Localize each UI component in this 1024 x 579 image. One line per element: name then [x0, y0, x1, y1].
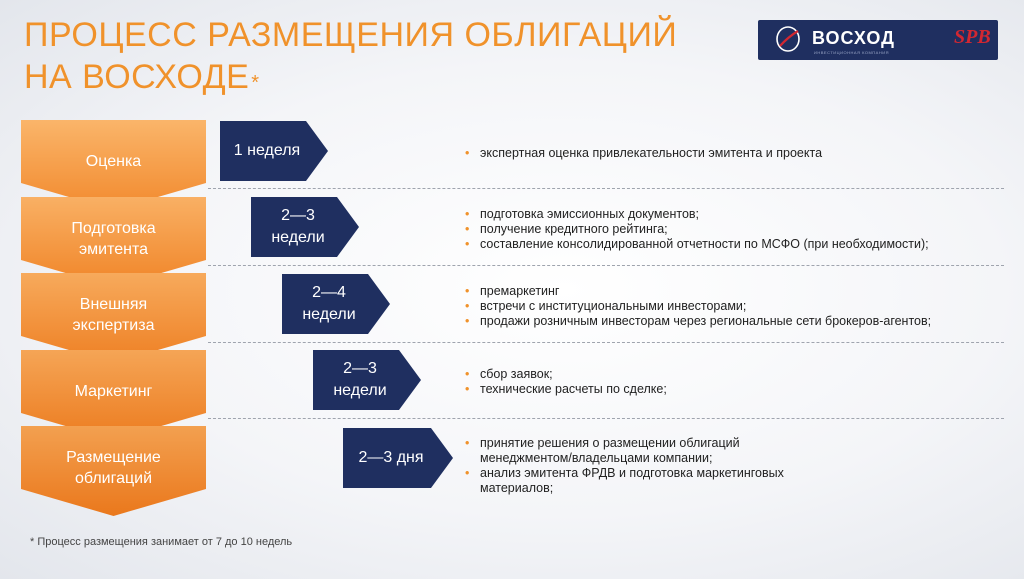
duration-arrow: 2—4 недели [282, 274, 390, 334]
row-divider [208, 265, 1004, 266]
duration-line: 2—3 дня [358, 449, 424, 466]
title-line-1: ПРОЦЕСС РАЗМЕЩЕНИЯ ОБЛИГАЦИЙ [24, 16, 678, 54]
duration-line: недели [271, 229, 325, 246]
duration-arrow: 2—3 недели [313, 350, 421, 410]
duration-line: 2—3 [343, 360, 377, 377]
stage-label-line: Размещение [66, 449, 161, 466]
bullet-item: подготовка эмиссионных документов; [464, 207, 1009, 222]
page-title: ПРОЦЕСС РАЗМЕЩЕНИЯ ОБЛИГАЦИЙ НА ВОСХОДЕ* [24, 14, 677, 98]
stage-label: Маркетинг [75, 381, 153, 402]
stage-label-line: эмитента [78, 241, 149, 258]
stage-label: Внешняя экспертиза [73, 294, 155, 336]
bullet-item: принятие решения о размещении облигаций … [464, 436, 794, 466]
duration-arrow: 1 неделя [220, 121, 328, 181]
stage-3: Внешняя экспертиза [21, 273, 206, 363]
title-line-2: НА ВОСХОДЕ* [24, 58, 260, 96]
duration-line: недели [333, 382, 387, 399]
bullet-item: составление консолидированной отчетности… [464, 237, 1009, 252]
company-logo: ВОСХОД ИНВЕСТИЦИОННАЯ КОМПАНИЯ SPB [758, 20, 998, 60]
row-divider [208, 418, 1004, 419]
stage-bullets: премаркетингвстречи с институциональными… [464, 284, 1009, 329]
bullet-item: встречи с институциональными инвесторами… [464, 299, 1009, 314]
bullet-item: экспертная оценка привлекательности эмит… [464, 146, 1009, 161]
bullet-item: получение кредитного рейтинга; [464, 222, 1009, 237]
stage-label: Оценка [86, 151, 141, 172]
bullet-item: премаркетинг [464, 284, 1009, 299]
stage-bullets: подготовка эмиссионных документов;получе… [464, 207, 1009, 252]
stage-label: Подготовка эмитента [71, 218, 155, 260]
stage-1: Оценка [21, 120, 206, 210]
bullet-item: сбор заявок; [464, 367, 1009, 382]
row-divider [208, 188, 1004, 189]
row-divider [208, 342, 1004, 343]
duration-line: 1 неделя [233, 142, 301, 159]
title-asterisk: * [251, 72, 260, 94]
duration-text: 2—3 дня [358, 447, 423, 469]
duration-text: 2—3 недели [333, 358, 386, 402]
bullet-item: продажи розничным инвесторам через регио… [464, 314, 1009, 329]
bullet-item: технические расчеты по сделке; [464, 382, 1009, 397]
stage-label-line: экспертиза [72, 317, 155, 334]
stage-bullets: экспертная оценка привлекательности эмит… [464, 146, 1009, 161]
stage-label-line: Маркетинг [74, 383, 153, 400]
duration-text: 2—3 недели [271, 205, 324, 249]
duration-text: 2—4 недели [302, 282, 355, 326]
bullet-item: анализ эмитента ФРДВ и подготовка маркет… [464, 466, 794, 496]
voshod-logo-icon [776, 26, 800, 52]
stage-5: Размещение облигаций [21, 426, 206, 516]
logo-name: ВОСХОД [812, 28, 895, 48]
stage-label-line: Внешняя [79, 296, 148, 313]
footnote: * Процесс размещения занимает от 7 до 10… [30, 536, 293, 548]
stage-bullets: сбор заявок;технические расчеты по сделк… [464, 367, 1009, 397]
duration-arrow: 2—3 дня [343, 428, 453, 488]
duration-text: 1 неделя [234, 140, 300, 162]
duration-line: недели [302, 306, 356, 323]
stage-bullets: принятие решения о размещении облигаций … [464, 436, 794, 496]
duration-line: 2—3 [281, 207, 315, 224]
duration-arrow: 2—3 недели [251, 197, 359, 257]
stage-label-line: Оценка [85, 153, 142, 170]
stage-label: Размещение облигаций [66, 447, 161, 489]
stage-label-line: облигаций [74, 470, 153, 487]
stage-label-line: Подготовка [71, 220, 156, 237]
logo-subtitle: ИНВЕСТИЦИОННАЯ КОМПАНИЯ [814, 50, 889, 55]
spb-logo: SPB [954, 26, 991, 48]
duration-line: 2—4 [312, 284, 346, 301]
